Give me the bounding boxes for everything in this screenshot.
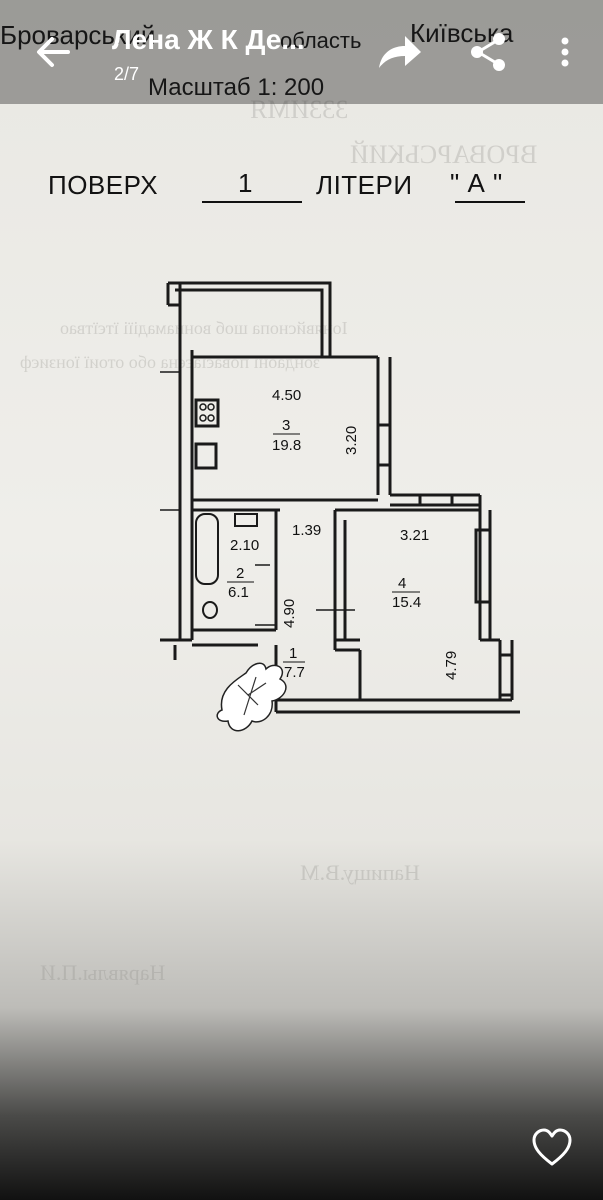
share-nodes-icon — [471, 33, 505, 71]
scale-label: Масштаб 1: 200 — [148, 74, 325, 101]
header-district: Броварський — [0, 20, 156, 50]
chat-title: Лена Ж К Де... — [112, 24, 305, 55]
floor-value: 1 — [238, 168, 253, 198]
room-2-area: 6.1 — [228, 584, 249, 601]
room-1-length: 4.90 — [281, 599, 298, 628]
room-3-width: 4.50 — [272, 387, 301, 404]
viewer-top-bar — [0, 0, 603, 104]
room-4-area: 15.4 — [392, 594, 421, 611]
heart-icon — [532, 1128, 572, 1166]
scribble-sticker — [216, 662, 287, 732]
letter-value: " А " — [450, 168, 503, 198]
forward-button[interactable] — [375, 30, 421, 74]
room-4-width: 3.21 — [400, 527, 429, 544]
room-4-length: 4.79 — [443, 651, 460, 680]
like-button[interactable] — [530, 1126, 574, 1170]
more-vertical-icon — [561, 37, 569, 67]
letter-underline — [455, 201, 525, 203]
more-options-button[interactable] — [545, 30, 589, 74]
room-1-width: 1.39 — [292, 522, 321, 539]
back-button[interactable] — [32, 30, 76, 74]
image-counter: 2/7 — [114, 64, 140, 84]
share-button[interactable] — [466, 30, 510, 74]
room-2-number: 2 — [236, 565, 244, 582]
room-3-area: 19.8 — [272, 437, 301, 454]
header-region-word: область — [280, 28, 362, 53]
floor-label: ПОВЕРХ — [48, 170, 159, 200]
room-3-length: 3.20 — [343, 426, 360, 455]
letter-label: ЛІТЕРИ — [316, 170, 413, 200]
room-1-number: 1 — [289, 645, 297, 662]
room-3-number: 3 — [282, 417, 290, 434]
floor-underline — [202, 201, 302, 203]
arrow-left-icon — [37, 37, 70, 67]
room-2-width: 2.10 — [230, 537, 259, 554]
share-arrow-icon — [379, 36, 421, 68]
room-4-number: 4 — [398, 575, 406, 592]
room-1-area: 7.7 — [284, 664, 305, 681]
